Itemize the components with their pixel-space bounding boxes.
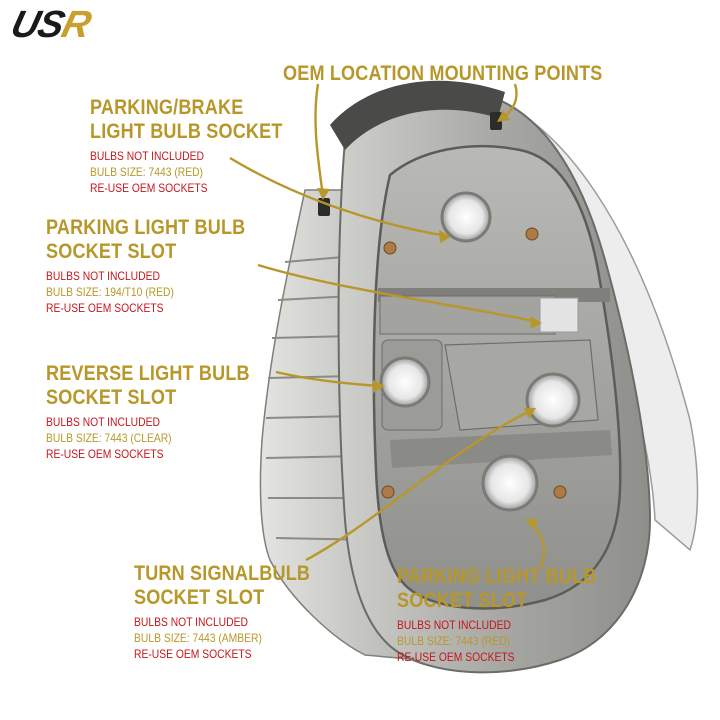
screw-posts bbox=[381, 227, 567, 499]
callout-bulb-size: BULB SIZE: 7443 (RED) bbox=[397, 634, 510, 648]
callout-parking-slot-top: PARKING LIGHT BULB SOCKET SLOT BULBS NOT… bbox=[46, 216, 278, 316]
callout-note-reuse: RE-USE OEM SOCKETS bbox=[90, 181, 208, 195]
callout-brake-socket: PARKING/BRAKE LIGHT BULB SOCKET BULBS NO… bbox=[90, 96, 314, 196]
callout-note-bulbs: BULBS NOT INCLUDED bbox=[134, 615, 248, 629]
callout-title-line1: TURN SIGNALBULB bbox=[134, 562, 311, 585]
callout-turn-slot: TURN SIGNALBULB SOCKET SLOT BULBS NOT IN… bbox=[134, 562, 339, 662]
upper-rim bbox=[330, 80, 505, 150]
callout-bulb-size: BULB SIZE: 7443 (AMBER) bbox=[134, 631, 262, 645]
callout-note-reuse: RE-USE OEM SOCKETS bbox=[46, 447, 164, 461]
callout-bulb-size: BULB SIZE: 194/T10 (RED) bbox=[46, 285, 174, 299]
callout-reverse-slot: REVERSE LIGHT BULB SOCKET SLOT BULBS NOT… bbox=[46, 362, 283, 462]
callout-title-line1: PARKING/BRAKE bbox=[90, 96, 244, 119]
callout-note-reuse: RE-USE OEM SOCKETS bbox=[46, 301, 164, 315]
callout-bulb-size: BULB SIZE: 7443 (CLEAR) bbox=[46, 431, 172, 445]
brand-logo: USR bbox=[7, 4, 95, 46]
callout-note-bulbs: BULBS NOT INCLUDED bbox=[46, 269, 160, 283]
callout-title: OEM LOCATION MOUNTING POINTS bbox=[283, 62, 603, 85]
divider-shelves bbox=[378, 288, 612, 468]
callout-note-bulbs: BULBS NOT INCLUDED bbox=[46, 415, 160, 429]
callout-title-line2: LIGHT BULB SOCKET bbox=[90, 120, 283, 143]
callout-parking-slot-bottom: PARKING LIGHT BULB SOCKET SLOT BULBS NOT… bbox=[397, 565, 629, 665]
callout-note-bulbs: BULBS NOT INCLUDED bbox=[90, 149, 204, 163]
callout-leaders bbox=[229, 83, 546, 569]
callout-title-line2: SOCKET SLOT bbox=[134, 586, 265, 609]
callout-note-reuse: RE-USE OEM SOCKETS bbox=[397, 650, 515, 664]
callout-title-line2: SOCKET SLOT bbox=[46, 240, 177, 263]
callout-note-reuse: RE-USE OEM SOCKETS bbox=[134, 647, 252, 661]
socket-openings bbox=[379, 191, 581, 512]
callout-title-line1: REVERSE LIGHT BULB bbox=[46, 362, 250, 385]
callout-title-line2: SOCKET SLOT bbox=[397, 589, 528, 612]
callout-bulb-size: BULB SIZE: 7443 (RED) bbox=[90, 165, 203, 179]
callout-title-line2: SOCKET SLOT bbox=[46, 386, 177, 409]
callout-title-line1: PARKING LIGHT BULB bbox=[397, 565, 597, 588]
callout-title-line1: PARKING LIGHT BULB bbox=[46, 216, 246, 239]
callout-note-bulbs: BULBS NOT INCLUDED bbox=[397, 618, 511, 632]
callout-arrowheads bbox=[317, 110, 542, 530]
callout-oem-mounting: OEM LOCATION MOUNTING POINTS bbox=[283, 62, 655, 86]
